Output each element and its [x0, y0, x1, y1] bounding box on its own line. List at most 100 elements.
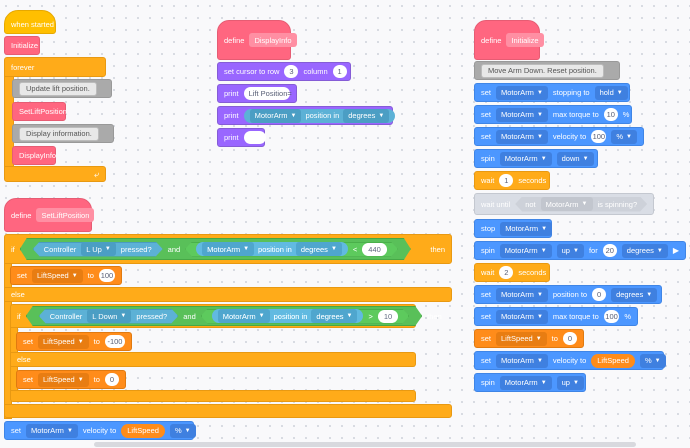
wait-2-block[interactable]: wait 2 seconds: [474, 263, 550, 282]
inner-else-block[interactable]: else: [10, 352, 416, 367]
outer-else-block[interactable]: else: [4, 287, 452, 302]
less-than-condition[interactable]: MotorArm▼ position in degrees▼ < 440: [185, 242, 398, 257]
greater-than-condition[interactable]: MotorArm▼ position in degrees▼ > 10: [201, 309, 409, 324]
torque-100-input[interactable]: 100: [603, 310, 620, 323]
initialize-call-block[interactable]: Initialize: [4, 36, 40, 55]
threshold-10-input[interactable]: 10: [378, 310, 398, 323]
units-dropdown[interactable]: degrees▼: [296, 242, 342, 256]
velocity-100-input[interactable]: 100: [591, 130, 607, 143]
and-condition[interactable]: Controller L Down▼ pressed? and MotorArm…: [26, 306, 422, 326]
lift-speed-reporter[interactable]: LiftSpeed: [121, 423, 165, 438]
print-empty-block[interactable]: print: [217, 128, 266, 147]
print-position-block[interactable]: print MotorArm▼ position in degrees▼: [217, 106, 396, 125]
motor-position-reporter[interactable]: MotorArm▼ position in degrees▼: [243, 108, 396, 123]
wait-2-input[interactable]: 2: [499, 266, 514, 279]
outer-if-block[interactable]: if Controller L Up▼ pressed? and MotorAr…: [4, 234, 452, 264]
variable-dropdown[interactable]: LiftSpeed▼: [38, 372, 89, 387]
variable-dropdown[interactable]: LiftSpeed▼: [496, 331, 547, 346]
horizontal-scrollbar[interactable]: [94, 442, 636, 447]
percent-dropdown[interactable]: %▼: [639, 353, 666, 368]
units-dropdown[interactable]: degrees▼: [611, 287, 658, 302]
variable-dropdown[interactable]: LiftSpeed▼: [38, 334, 89, 349]
motor-dropdown[interactable]: MotorArm▼: [202, 242, 254, 256]
motor-dropdown[interactable]: MotorArm▼: [499, 243, 552, 258]
cursor-column-input[interactable]: 1: [332, 65, 347, 78]
torque-10-input[interactable]: 10: [603, 108, 618, 121]
variable-dropdown[interactable]: LiftSpeed▼: [32, 268, 83, 283]
threshold-440-input[interactable]: 440: [362, 243, 387, 256]
value-0-input[interactable]: 0: [104, 373, 119, 386]
set-stopping-block[interactable]: set MotorArm▼ stopping to hold▼: [474, 83, 630, 102]
stop-motor-block[interactable]: stop MotorArm▼: [474, 219, 553, 238]
motor-dropdown[interactable]: MotorArm▼: [496, 129, 548, 144]
lift-speed-reporter[interactable]: LiftSpeed: [591, 353, 635, 368]
comment-reset-block[interactable]: Move Arm Down. Reset position.: [474, 61, 620, 80]
set-lift-speed-100-block[interactable]: set LiftSpeed▼ to 100: [10, 266, 122, 285]
motor-dropdown[interactable]: MotorArm▼: [496, 287, 548, 302]
not-condition[interactable]: not MotorArm▼ is spinning?: [515, 197, 647, 212]
direction-dropdown[interactable]: up▼: [556, 375, 584, 390]
print-empty-input[interactable]: [243, 131, 266, 144]
set-velocity-lift-speed-block[interactable]: set MotorArm▼ velocity to LiftSpeed %▼: [474, 351, 666, 370]
units-dropdown[interactable]: degrees▼: [343, 108, 390, 123]
set-lift-position-call-block[interactable]: SetLiftPosition: [12, 102, 67, 121]
stopping-mode-dropdown[interactable]: hold▼: [594, 85, 628, 100]
spin-up-for-block[interactable]: spin MotorArm▼ up▼ for 20 degrees▼ ▶: [474, 241, 686, 260]
controller-pressed-condition[interactable]: Controller L Up▼ pressed?: [33, 242, 163, 257]
controller-pressed-condition[interactable]: Controller L Down▼ pressed?: [39, 309, 178, 324]
when-started-hat[interactable]: when started: [4, 10, 56, 34]
spin-amount-input[interactable]: 20: [602, 244, 617, 257]
wait-until-disabled-block[interactable]: wait until not MotorArm▼ is spinning?: [474, 193, 654, 215]
direction-dropdown[interactable]: up▼: [556, 243, 584, 258]
percent-dropdown[interactable]: %▼: [169, 423, 196, 438]
direction-dropdown[interactable]: down▼: [556, 151, 594, 166]
wait-1-block[interactable]: wait 1 seconds: [474, 171, 550, 190]
spin-down-block[interactable]: spin MotorArm▼ down▼: [474, 149, 598, 168]
motor-dropdown[interactable]: MotorArm▼: [26, 423, 78, 438]
print-text-input[interactable]: Lift Position=: [243, 87, 292, 100]
set-lift-speed-neg100-block[interactable]: set LiftSpeed▼ to -100: [16, 332, 132, 351]
motor-dropdown[interactable]: MotorArm▼: [499, 151, 552, 166]
comment-display-block[interactable]: Display information.: [12, 124, 114, 143]
motor-dropdown[interactable]: MotorArm▼: [496, 107, 548, 122]
set-lift-speed-0-block[interactable]: set LiftSpeed▼ to 0: [16, 370, 126, 389]
set-max-torque-100-block[interactable]: set MotorArm▼ max torque to 100 %: [474, 307, 638, 326]
set-cursor-block[interactable]: set cursor to row 3 column 1: [217, 62, 351, 81]
set-max-torque-10-block[interactable]: set MotorArm▼ max torque to 10 %: [474, 105, 632, 124]
position-0-input[interactable]: 0: [592, 288, 607, 301]
motor-dropdown[interactable]: MotorArm▼: [541, 197, 593, 211]
percent-dropdown[interactable]: %▼: [611, 129, 637, 144]
value-100-input[interactable]: 100: [98, 269, 115, 282]
button-dropdown[interactable]: L Down▼: [87, 309, 131, 323]
print-text-block[interactable]: print Lift Position=: [217, 84, 297, 103]
motor-dropdown[interactable]: MotorArm▼: [500, 221, 553, 236]
define-initialize-hat[interactable]: define Initialize: [474, 20, 544, 60]
set-motor-velocity-block[interactable]: set MotorArm▼ velocity to LiftSpeed %▼: [4, 421, 196, 440]
comment-update-block[interactable]: Update lift position.: [12, 79, 112, 98]
motor-dropdown[interactable]: MotorArm▼: [249, 108, 302, 123]
motor-dropdown[interactable]: MotorArm▼: [496, 85, 548, 100]
spin-up-block[interactable]: spin MotorArm▼ up▼: [474, 373, 586, 392]
display-info-call-block[interactable]: DisplayInfo: [12, 146, 56, 165]
define-set-lift-position-hat[interactable]: define SetLiftPosition: [4, 198, 95, 232]
motor-dropdown[interactable]: MotorArm▼: [218, 309, 270, 323]
set-position-block[interactable]: set MotorArm▼ position to 0 degrees▼: [474, 285, 662, 304]
motor-dropdown[interactable]: MotorArm▼: [499, 375, 552, 390]
lift-speed-0-input[interactable]: 0: [562, 332, 577, 345]
inner-if-block[interactable]: if Controller L Down▼ pressed? and Motor…: [10, 304, 442, 328]
define-display-info-hat[interactable]: define DisplayInfo: [217, 20, 297, 60]
cursor-row-input[interactable]: 3: [284, 65, 299, 78]
set-velocity-100-block[interactable]: set MotorArm▼ velocity to 100 %▼: [474, 127, 644, 146]
motor-dropdown[interactable]: MotorArm▼: [496, 353, 548, 368]
play-icon[interactable]: ▶: [672, 246, 679, 255]
and-condition[interactable]: Controller L Up▼ pressed? and MotorArm▼ …: [20, 238, 411, 260]
motor-position-reporter[interactable]: MotorArm▼ position in degrees▼: [196, 242, 348, 256]
motor-dropdown[interactable]: MotorArm▼: [496, 309, 548, 324]
set-lift-speed-init-block[interactable]: set LiftSpeed▼ to 0: [474, 329, 584, 348]
forever-block[interactable]: forever: [4, 57, 106, 77]
units-dropdown[interactable]: degrees▼: [621, 243, 668, 258]
button-dropdown[interactable]: L Up▼: [81, 242, 116, 256]
value-neg100-input[interactable]: -100: [104, 335, 125, 348]
motor-position-reporter[interactable]: MotorArm▼ position in degrees▼: [212, 309, 364, 323]
units-dropdown[interactable]: degrees▼: [311, 309, 357, 323]
